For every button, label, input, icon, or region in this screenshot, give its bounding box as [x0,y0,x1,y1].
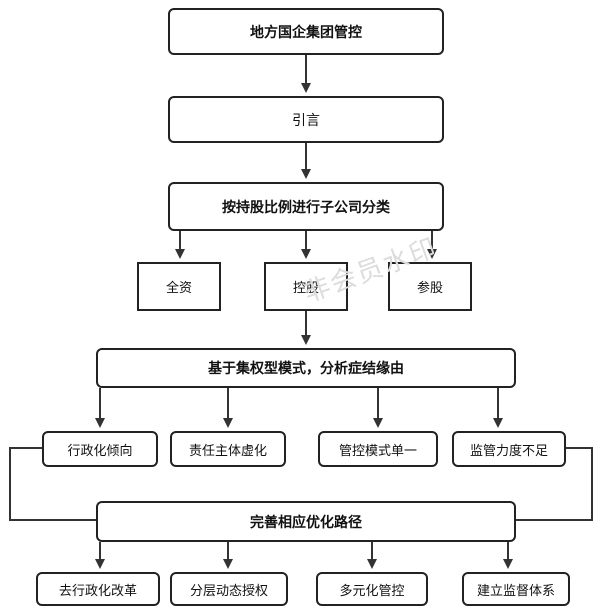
node-solution-1-label: 去行政化改革 [58,583,137,599]
node-intro-label: 引言 [292,112,320,129]
node-solution-2-label: 分层动态授权 [189,583,268,599]
connector-left-loop [9,447,96,521]
node-analysis: 基于集权型模式，分析症结缘由 [96,348,516,388]
node-problem-3-label: 管控模式单一 [338,443,417,459]
node-sub-quanzi: 全资 [137,262,221,311]
node-problem-4-label: 监管力度不足 [469,443,548,459]
node-classify-label: 按持股比例进行子公司分类 [222,199,390,216]
node-problem-2-label: 责任主体虚化 [188,443,267,459]
node-sub-cangu: 参股 [388,262,472,311]
node-problem-2: 责任主体虚化 [170,431,286,467]
node-title-label: 地方国企集团管控 [250,24,362,41]
node-solution-4-label: 建立监督体系 [476,583,555,599]
node-solution-3-label: 多元化管控 [339,583,405,599]
connector-right-loop [516,447,593,521]
node-solution-1: 去行政化改革 [36,572,160,606]
node-solution-3: 多元化管控 [316,572,428,606]
node-analysis-label: 基于集权型模式，分析症结缘由 [208,361,404,377]
node-sub-quanzi-label: 全资 [165,281,192,296]
node-sub-cangu-label: 参股 [416,281,443,296]
node-intro: 引言 [168,96,444,143]
node-title: 地方国企集团管控 [168,8,444,55]
node-problem-4: 监管力度不足 [452,431,566,467]
node-problem-1-label: 行政化倾向 [67,443,133,459]
node-sub-konggu-label: 控股 [292,281,319,296]
node-solution-4: 建立监督体系 [462,572,570,606]
node-problem-1: 行政化倾向 [42,431,158,467]
node-optimize-label: 完善相应优化路径 [250,514,362,531]
node-solution-2: 分层动态授权 [170,572,288,606]
node-problem-3: 管控模式单一 [318,431,438,467]
node-optimize: 完善相应优化路径 [96,501,516,542]
node-classify: 按持股比例进行子公司分类 [168,182,444,231]
node-sub-konggu: 控股 [264,262,348,311]
